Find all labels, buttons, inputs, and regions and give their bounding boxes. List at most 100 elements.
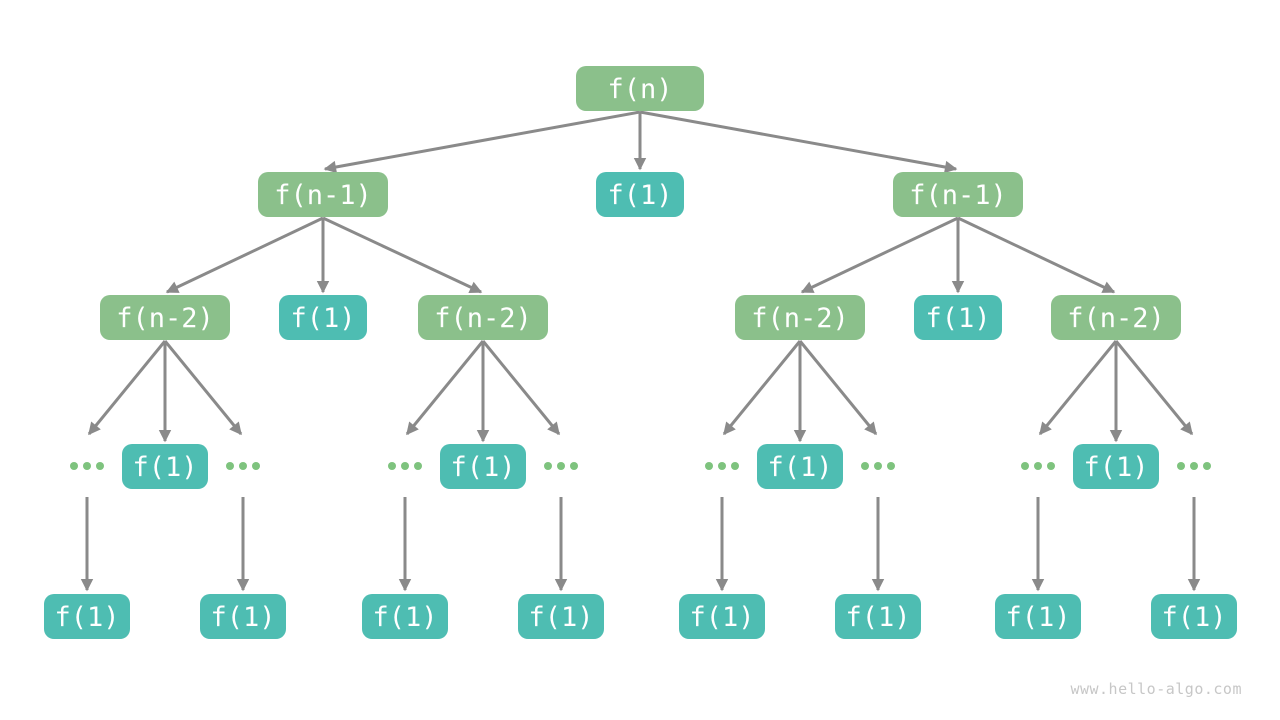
ellipsis-dots [388, 462, 422, 470]
tree-node-box [576, 66, 704, 111]
tree-node-label: f(n-2) [751, 303, 849, 334]
ellipsis-dot [1203, 462, 1211, 470]
tree-node-box [122, 444, 208, 489]
tree-node-label: f(1) [607, 180, 672, 211]
tree-node-base: f(1) [200, 594, 286, 639]
ellipsis-dot [557, 462, 565, 470]
tree-edge-arrow [1114, 340, 1194, 436]
tree-node-label: f(1) [528, 602, 593, 633]
tree-node-label: f(1) [845, 602, 910, 633]
tree-node-label: f(n-1) [909, 180, 1007, 211]
watermark: www.hello-algo.com [1070, 680, 1242, 698]
tree-node-base: f(1) [995, 594, 1081, 639]
ellipsis-dots [70, 462, 104, 470]
tree-node-label: f(1) [290, 303, 355, 334]
ellipsis-dot [1034, 462, 1042, 470]
tree-node-call: f(n-2) [735, 295, 865, 340]
tree-edge-arrow [722, 340, 802, 436]
ellipsis-dot [887, 462, 895, 470]
ellipsis-dot [861, 462, 869, 470]
tree-node-label: f(1) [210, 602, 275, 633]
ellipsis-dots [226, 462, 260, 470]
ellipsis-dot [388, 462, 396, 470]
ellipsis-dot [83, 462, 91, 470]
tree-node-call: f(n-2) [100, 295, 230, 340]
ellipsis-dots [1177, 462, 1211, 470]
tree-node-label: f(n-1) [274, 180, 372, 211]
ellipsis-dot [252, 462, 260, 470]
tree-node-box [362, 594, 448, 639]
tree-node-base: f(1) [679, 594, 765, 639]
tree-node-base: f(1) [596, 172, 684, 217]
tree-node-label: f(n-2) [1067, 303, 1165, 334]
tree-node-box [440, 444, 526, 489]
tree-node-box [1051, 295, 1181, 340]
tree-edge-arrow [87, 340, 167, 436]
tree-node-label: f(1) [689, 602, 754, 633]
tree-node-base: f(1) [757, 444, 843, 489]
ellipsis-dot [1047, 462, 1055, 470]
tree-edge-arrow [163, 340, 243, 436]
ellipsis-dot [96, 462, 104, 470]
ellipsis-dot [1190, 462, 1198, 470]
ellipsis-dots [705, 462, 739, 470]
tree-node-box [100, 295, 230, 340]
ellipsis-dot [570, 462, 578, 470]
tree-edge-arrow [957, 216, 1116, 294]
tree-node-box [44, 594, 130, 639]
tree-node-base: f(1) [44, 594, 130, 639]
ellipsis-dot [718, 462, 726, 470]
tree-node-box [757, 444, 843, 489]
tree-node-label: f(n) [607, 74, 672, 105]
tree-node-box [735, 295, 865, 340]
tree-node-base: f(1) [122, 444, 208, 489]
tree-node-call: f(n-2) [1051, 295, 1181, 340]
tree-node-label: f(1) [1083, 452, 1148, 483]
tree-node-box [1073, 444, 1159, 489]
tree-node-label: f(1) [767, 452, 832, 483]
tree-node-label: f(n-2) [116, 303, 214, 334]
tree-node-label: f(n-2) [434, 303, 532, 334]
nodes-layer: f(n) f(n-1) f(1) f(n-1) f(n-2) f(1) f(n-2) f(n-… [44, 66, 1237, 639]
ellipsis-dot [414, 462, 422, 470]
tree-node-label: f(1) [54, 602, 119, 633]
ellipsis-dot [70, 462, 78, 470]
tree-edge-arrow [798, 340, 878, 436]
tree-node-call: f(n-1) [893, 172, 1023, 217]
tree-node-box [258, 172, 388, 217]
ellipsis-dots [544, 462, 578, 470]
edges-layer [80, 110, 1201, 592]
ellipsis-dot [226, 462, 234, 470]
tree-node-box [596, 172, 684, 217]
tree-edge-arrow [800, 216, 959, 294]
tree-node-label: f(1) [925, 303, 990, 334]
tree-node-call: f(n-1) [258, 172, 388, 217]
tree-node-box [279, 295, 367, 340]
tree-node-call: f(n) [576, 66, 704, 111]
tree-edge-arrow [323, 110, 641, 174]
ellipsis-dots [861, 462, 895, 470]
tree-edge-arrow [481, 340, 561, 436]
tree-node-box [679, 594, 765, 639]
tree-node-box [893, 172, 1023, 217]
tree-node-label: f(1) [1005, 602, 1070, 633]
tree-node-label: f(1) [1161, 602, 1226, 633]
tree-node-base: f(1) [1151, 594, 1237, 639]
tree-node-base: f(1) [362, 594, 448, 639]
ellipsis-dot [874, 462, 882, 470]
tree-node-base: f(1) [279, 295, 367, 340]
tree-node-box [518, 594, 604, 639]
tree-node-label: f(1) [450, 452, 515, 483]
ellipsis-dot [1177, 462, 1185, 470]
tree-node-base: f(1) [1073, 444, 1159, 489]
ellipsis-dots [1021, 462, 1055, 470]
ellipsis-dot [731, 462, 739, 470]
ellipsis-dot [544, 462, 552, 470]
tree-node-box [914, 295, 1002, 340]
ellipsis-dot [401, 462, 409, 470]
tree-node-box [1151, 594, 1237, 639]
tree-node-label: f(1) [372, 602, 437, 633]
ellipsis-dot [705, 462, 713, 470]
